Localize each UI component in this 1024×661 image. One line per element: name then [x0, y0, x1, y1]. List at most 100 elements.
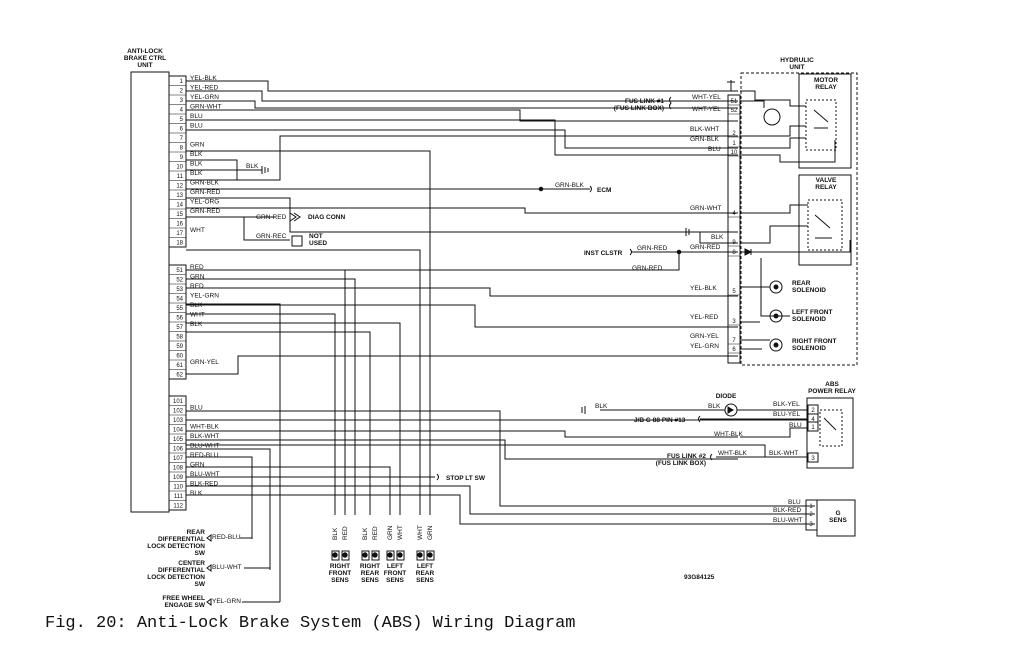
g-sens-label-1: G	[835, 510, 840, 517]
gsens-pin-number: 3	[809, 522, 813, 528]
ecu-pin-number: 109	[173, 475, 184, 481]
ecu-wire-label: GRN	[190, 142, 205, 149]
wire-grn-blk-hyd: GRN-BLK	[690, 136, 720, 143]
ecu-wire-label: BLU-WHT	[190, 471, 220, 478]
ecu-pin-number: 16	[176, 222, 183, 228]
ecu-wire-label: BLK	[190, 161, 203, 168]
fus-link-1: FUS LINK #1 (FUS LINK BOX) WHT-YEL WHT-Y…	[614, 80, 738, 113]
wire-grn-red-hyd: GRN-RED	[690, 244, 721, 251]
ecu-pin-number: 53	[176, 287, 183, 293]
wire-blu-wht-gsens: BLU-WHT	[773, 517, 803, 524]
wire-blu-relay: BLU	[789, 422, 802, 429]
ecu-wire-label: RED-BLU	[190, 452, 219, 459]
ecu-wire-label: GRN-RED	[190, 208, 221, 215]
diag-conn-label: DIAG CONN	[308, 214, 346, 221]
wire-blu-yel: BLU-YEL	[773, 411, 800, 418]
stop-lt-sw: STOP LT SW	[436, 473, 486, 482]
relay-pin-number: 1	[811, 425, 815, 431]
wiring-harness	[186, 80, 815, 602]
sensor-label: LEFT	[417, 563, 433, 570]
hydraulic-pin-number: 10	[731, 150, 738, 156]
left-front-solenoid: LEFT FRONT SOLENOID	[740, 309, 832, 323]
relay-pin-number: 3	[811, 456, 815, 462]
sensor-wire-label: GRN	[387, 525, 394, 540]
sensor-label: RIGHT	[360, 563, 380, 570]
wire-red-blu: RED-BLU	[212, 534, 241, 541]
ecu-pin-number: 112	[173, 504, 183, 510]
gsens-pin-number: 1	[809, 504, 813, 510]
rear-diff-label-1: REAR	[187, 529, 206, 536]
wire-blu-gsens: BLU	[788, 499, 801, 506]
sensor-label: SENS	[331, 577, 349, 584]
ecu-wire-label: GRN	[190, 274, 205, 281]
ecu-pin-number: 2	[180, 89, 184, 95]
ecu-pin-number: 111	[174, 494, 184, 500]
hydraulic-pin-number: 51	[731, 99, 738, 105]
ecu-pin-number: 57	[176, 325, 183, 331]
ecu-pin-number: 10	[176, 165, 183, 171]
ecu-wire-label: BLK	[190, 151, 203, 158]
wire-grn-red-2: GRN-RED	[632, 265, 663, 272]
ecu-wire-label: BLU	[190, 123, 203, 130]
rear-solenoid-label-1: REAR	[792, 280, 811, 287]
hydraulic-pin-number: 2	[732, 131, 736, 137]
not-used-label-1: NOT	[309, 233, 323, 240]
ecu-wire-label: YEL-BLK	[190, 75, 217, 82]
ecu-wire-label: WHT	[190, 312, 205, 319]
wire-grn-yel: GRN-YEL	[690, 333, 719, 340]
ecu-pin-number: 56	[176, 316, 183, 322]
ecu-pin-number: 61	[176, 363, 183, 369]
sensor-label: FRONT	[329, 570, 351, 577]
hydraulic-pin-number: 1	[732, 141, 736, 147]
hydraulic-unit-label-2: UNIT	[789, 64, 804, 71]
wire-yel-grn-hyd: YEL-GRN	[690, 343, 719, 350]
ecu-pin-number: 5	[180, 117, 184, 123]
ecu-wire-label: BLU	[190, 405, 203, 412]
ecu-pin-number: 108	[173, 466, 184, 472]
free-wheel-label-2: ENGAGE SW	[165, 602, 206, 609]
sensor-label: LEFT	[387, 563, 403, 570]
wire-blu-wht: BLU-WHT	[212, 564, 242, 571]
rear-solenoid-label-2: SOLENOID	[792, 287, 826, 294]
hydraulic-pin-number: 8	[732, 250, 736, 256]
wire-blk-wht: BLK-WHT	[690, 126, 719, 133]
ecu-pin-number: 9	[180, 155, 184, 161]
wire-grn-red-diag: GRN-RED	[256, 214, 287, 221]
ecu-body	[130, 71, 170, 513]
fus-link-2-label: FUS LINK #2	[667, 453, 706, 460]
motor-relay-label-1: MOTOR	[814, 77, 838, 84]
wire-wht-blk: WHT-BLK	[714, 431, 744, 438]
free-wheel-label-1: FREE WHEEL	[162, 595, 205, 602]
figure-caption: Fig. 20: Anti-Lock Brake System (ABS) Wi…	[45, 614, 576, 633]
ecu-pin-number: 13	[176, 193, 183, 199]
sensor-wire-label: WHT	[417, 525, 424, 540]
pump-motor-icon	[763, 108, 781, 126]
rear-diff-label-3: LOCK DETECTION	[147, 543, 205, 550]
ecu-pin-number: 110	[173, 485, 183, 491]
rear-solenoid: REAR SOLENOID	[740, 258, 826, 317]
wire-wht-yel-2: WHT-YEL	[692, 106, 721, 113]
ecu-wire-label: BLU	[190, 113, 203, 120]
rear-diff-label-4: SW	[195, 550, 206, 557]
ecu-wire-label: BLK	[190, 490, 203, 497]
hydraulic-pin-number: 5	[732, 289, 736, 295]
ecu-pin-number: 105	[173, 437, 184, 443]
hydraulic-pin-number: 52	[731, 108, 738, 114]
ecu-pin-number: 8	[180, 146, 184, 152]
ecu-pin-number: 59	[176, 344, 183, 350]
motor-relay-label-2: RELAY	[815, 84, 837, 91]
abs-power-relay-label-1: ABS	[825, 381, 839, 388]
fus-link-2-box: (FUS LINK BOX)	[656, 460, 706, 467]
sensor-label: SENS	[386, 577, 404, 584]
center-diff-label-2: DIFFERENTIAL	[158, 567, 205, 574]
sensor-wire-label: GRN	[427, 525, 434, 540]
ecu-pin-number: 14	[176, 203, 183, 209]
ecu-pin-number: 104	[173, 428, 184, 434]
gsens-pin-number: 2	[809, 512, 813, 518]
